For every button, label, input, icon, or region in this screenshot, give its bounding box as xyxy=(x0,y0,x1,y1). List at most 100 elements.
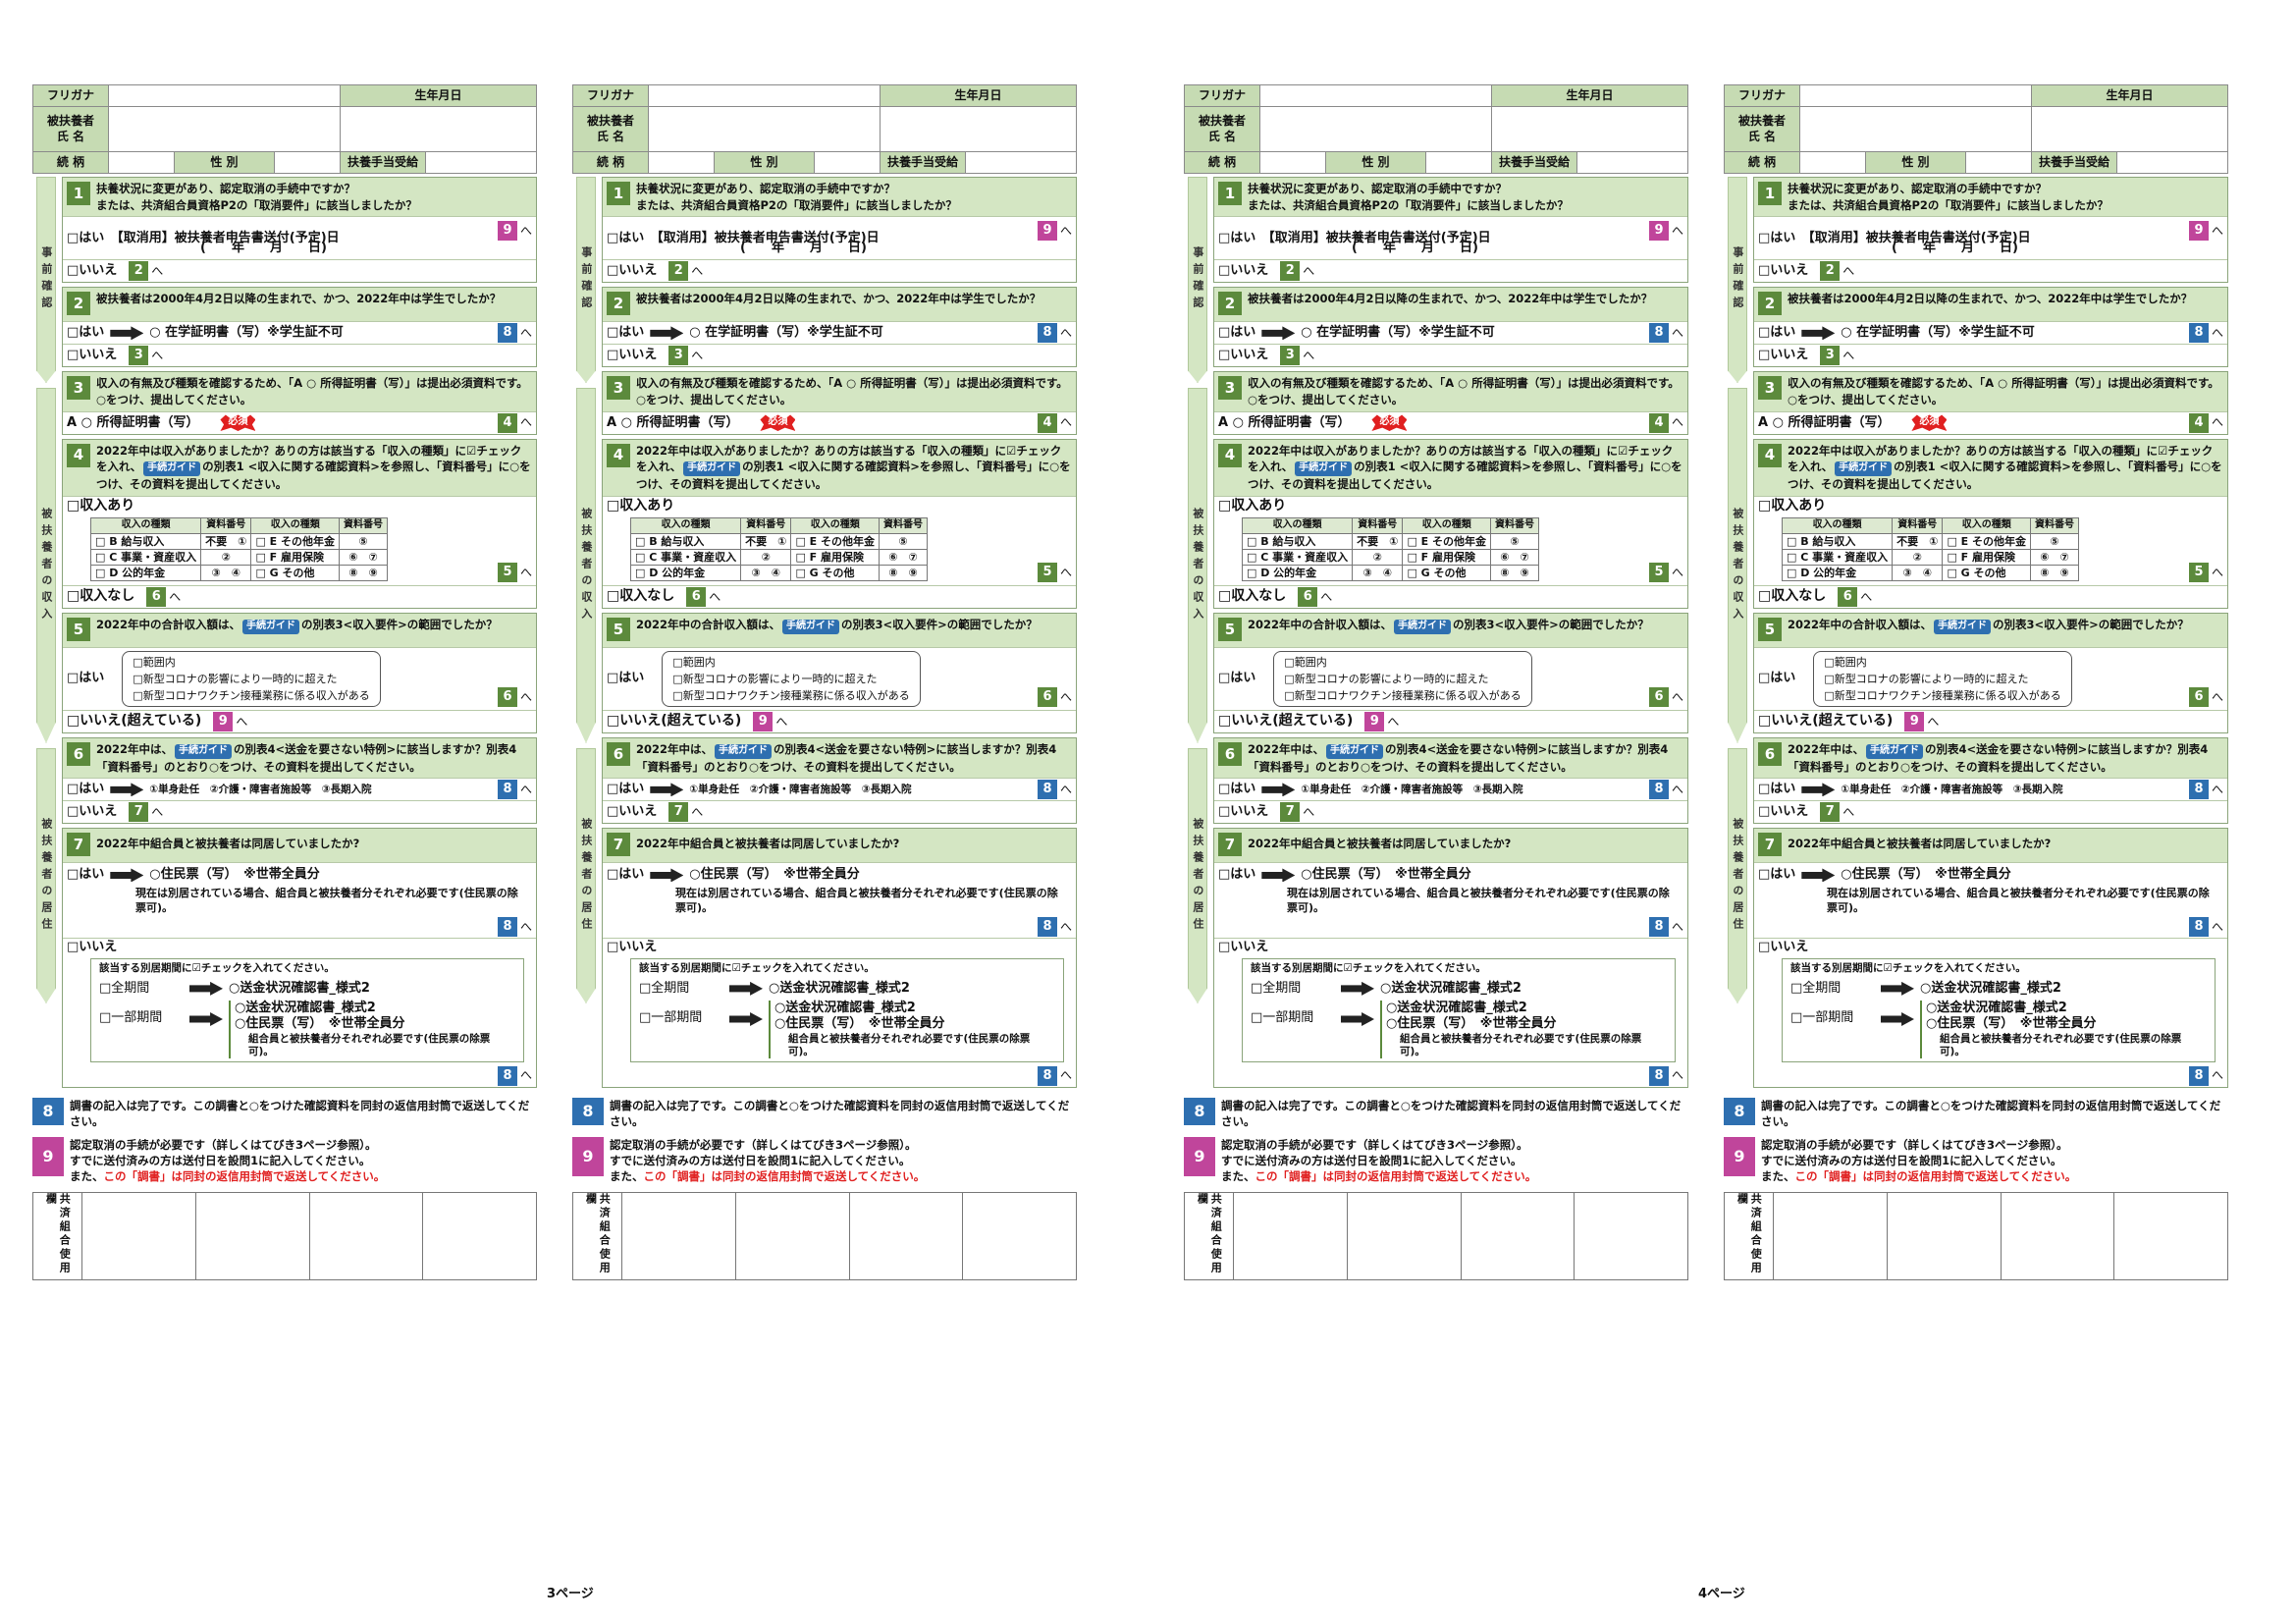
answer-yes-checkbox[interactable]: □はい xyxy=(607,671,645,686)
partial-period-checkbox[interactable]: □一部期間 xyxy=(99,1010,163,1025)
goto-badge[interactable]: 8 xyxy=(497,917,517,938)
goto-badge[interactable]: 8 xyxy=(1037,780,1057,800)
goto-badge[interactable]: 3 xyxy=(1280,346,1301,366)
full-period-checkbox[interactable]: □全期間 xyxy=(1790,980,1842,996)
goto-badge[interactable]: 7 xyxy=(668,802,689,823)
office-use-cell[interactable] xyxy=(310,1193,424,1280)
office-use-cell[interactable] xyxy=(736,1193,850,1280)
goto-badge[interactable]: 8 xyxy=(1037,917,1057,938)
office-use-cell[interactable] xyxy=(1462,1193,1575,1280)
goto-badge[interactable]: 9 xyxy=(497,221,517,242)
answer-yes-checkbox[interactable]: □はい 【取消用】被扶養者申告書送付(予定)日 xyxy=(1758,230,2031,245)
goto-badge[interactable]: 4 xyxy=(1037,412,1057,433)
allowance-field[interactable] xyxy=(2116,151,2228,174)
income-type[interactable]: □ F 雇用保険 xyxy=(790,549,881,567)
answer-no-checkbox[interactable]: □いいえ xyxy=(67,804,118,820)
office-use-cell[interactable] xyxy=(196,1193,310,1280)
range-option[interactable]: □新型コロナワクチン接種業務に係る収入がある xyxy=(1284,689,1522,703)
range-option[interactable]: □新型コロナの影響により一時的に超えた xyxy=(133,673,338,686)
income-type[interactable]: □ E その他年金 xyxy=(1942,533,2032,551)
goto-badge[interactable]: 4 xyxy=(2188,412,2209,433)
answer-no-checkbox[interactable]: □いいえ xyxy=(607,804,658,820)
answer-yes-checkbox[interactable]: □はい 【取消用】被扶養者申告書送付(予定)日 xyxy=(607,230,880,245)
goto-badge[interactable]: 8 xyxy=(1648,323,1669,344)
income-type[interactable]: □ F 雇用保険 xyxy=(250,549,341,567)
income-type[interactable]: □ G その他 xyxy=(1942,565,2032,582)
birth-field[interactable] xyxy=(2030,106,2229,152)
income-yes-checkbox[interactable]: □収入あり xyxy=(1218,497,1287,514)
income-type[interactable]: □ D 公的年金 xyxy=(1781,565,1894,582)
answer-yes-checkbox[interactable]: □はい xyxy=(67,671,105,686)
range-option[interactable]: □新型コロナの影響により一時的に超えた xyxy=(1824,673,2029,686)
special-case-options[interactable]: ①単身赴任 ②介護・障害者施設等 ③長期入院 xyxy=(689,783,912,795)
answer-yes-checkbox[interactable]: □はい xyxy=(1218,325,1256,341)
office-use-cell[interactable] xyxy=(1888,1193,2002,1280)
answer-no-checkbox[interactable]: □いいえ xyxy=(607,348,658,363)
office-use-cell[interactable] xyxy=(2002,1193,2115,1280)
office-use-cell[interactable] xyxy=(82,1193,196,1280)
answer-no-checkbox[interactable]: □いいえ xyxy=(67,348,118,363)
range-option[interactable]: □範囲内 xyxy=(672,656,716,670)
income-no-checkbox[interactable]: □収入なし xyxy=(1218,588,1287,605)
goto-badge[interactable]: 8 xyxy=(2188,780,2209,800)
answer-yes-checkbox[interactable]: □はい 【取消用】被扶養者申告書送付(予定)日 xyxy=(67,230,340,245)
income-certificate-option[interactable]: A ○ 所得証明書（写） xyxy=(67,414,199,430)
name-field[interactable] xyxy=(107,106,341,152)
income-type[interactable]: □ B 給与収入 xyxy=(1241,533,1354,551)
furigana-field[interactable] xyxy=(1798,84,2032,107)
income-certificate-option[interactable]: A ○ 所得証明書（写） xyxy=(1218,414,1351,430)
goto-badge[interactable]: 5 xyxy=(497,563,517,583)
income-type[interactable]: □ B 給与収入 xyxy=(1781,533,1894,551)
goto-badge[interactable]: 8 xyxy=(497,780,517,800)
goto-badge[interactable]: 8 xyxy=(2188,1065,2209,1086)
office-use-cell[interactable] xyxy=(1774,1193,1888,1280)
allowance-field[interactable] xyxy=(1576,151,1688,174)
office-use-cell[interactable] xyxy=(2114,1193,2227,1279)
office-use-cell[interactable] xyxy=(1348,1193,1462,1280)
answer-yes-checkbox[interactable]: □はい xyxy=(67,867,105,883)
goto-badge[interactable]: 9 xyxy=(213,712,234,732)
answer-no-checkbox[interactable]: □いいえ xyxy=(1218,940,1269,955)
answer-yes-checkbox[interactable]: □はい xyxy=(607,325,645,341)
answer-no-checkbox[interactable]: □いいえ xyxy=(67,263,118,279)
goto-badge[interactable]: 5 xyxy=(1037,563,1057,583)
goto-badge[interactable]: 9 xyxy=(1648,221,1669,242)
income-type[interactable]: □ G その他 xyxy=(1402,565,1492,582)
answer-no-checkbox[interactable]: □いいえ xyxy=(607,940,658,955)
office-use-cell[interactable] xyxy=(963,1193,1076,1279)
birth-field[interactable] xyxy=(339,106,538,152)
answer-no-checkbox[interactable]: □いいえ xyxy=(1758,348,1809,363)
answer-yes-checkbox[interactable]: □はい xyxy=(67,782,105,797)
income-no-checkbox[interactable]: □収入なし xyxy=(1758,588,1827,605)
full-period-checkbox[interactable]: □全期間 xyxy=(1251,980,1302,996)
furigana-field[interactable] xyxy=(647,84,881,107)
sex-field[interactable] xyxy=(1425,151,1492,174)
answer-yes-checkbox[interactable]: □はい xyxy=(1758,782,1796,797)
goto-badge[interactable]: 4 xyxy=(497,412,517,433)
goto-badge[interactable]: 6 xyxy=(1037,687,1057,708)
range-option[interactable]: □新型コロナの影響により一時的に超えた xyxy=(1284,673,1489,686)
income-type[interactable]: □ D 公的年金 xyxy=(1241,565,1354,582)
income-type[interactable]: □ F 雇用保険 xyxy=(1402,549,1492,567)
answer-no-checkbox[interactable]: □いいえ(超えている) xyxy=(1758,713,1894,730)
office-use-cell[interactable] xyxy=(1575,1193,1687,1279)
full-period-checkbox[interactable]: □全期間 xyxy=(99,980,150,996)
goto-badge[interactable]: 2 xyxy=(668,261,689,282)
goto-badge[interactable]: 8 xyxy=(2188,323,2209,344)
answer-no-checkbox[interactable]: □いいえ(超えている) xyxy=(607,713,742,730)
income-type[interactable]: □ D 公的年金 xyxy=(629,565,742,582)
date-field[interactable]: ( 年 月 日) xyxy=(1352,241,1478,256)
answer-no-checkbox[interactable]: □いいえ(超えている) xyxy=(67,713,202,730)
income-type[interactable]: □ B 給与収入 xyxy=(89,533,202,551)
goto-badge[interactable]: 6 xyxy=(1838,587,1858,608)
goto-badge[interactable]: 8 xyxy=(2188,917,2209,938)
goto-badge[interactable]: 8 xyxy=(1648,1065,1669,1086)
answer-yes-checkbox[interactable]: □はい xyxy=(607,782,645,797)
answer-no-checkbox[interactable]: □いいえ xyxy=(1758,804,1809,820)
income-no-checkbox[interactable]: □収入なし xyxy=(607,588,675,605)
goto-badge[interactable]: 7 xyxy=(1280,802,1301,823)
income-certificate-option[interactable]: A ○ 所得証明書（写） xyxy=(1758,414,1891,430)
name-field[interactable] xyxy=(647,106,881,152)
answer-no-checkbox[interactable]: □いいえ xyxy=(607,263,658,279)
date-field[interactable]: ( 年 月 日) xyxy=(200,241,327,256)
